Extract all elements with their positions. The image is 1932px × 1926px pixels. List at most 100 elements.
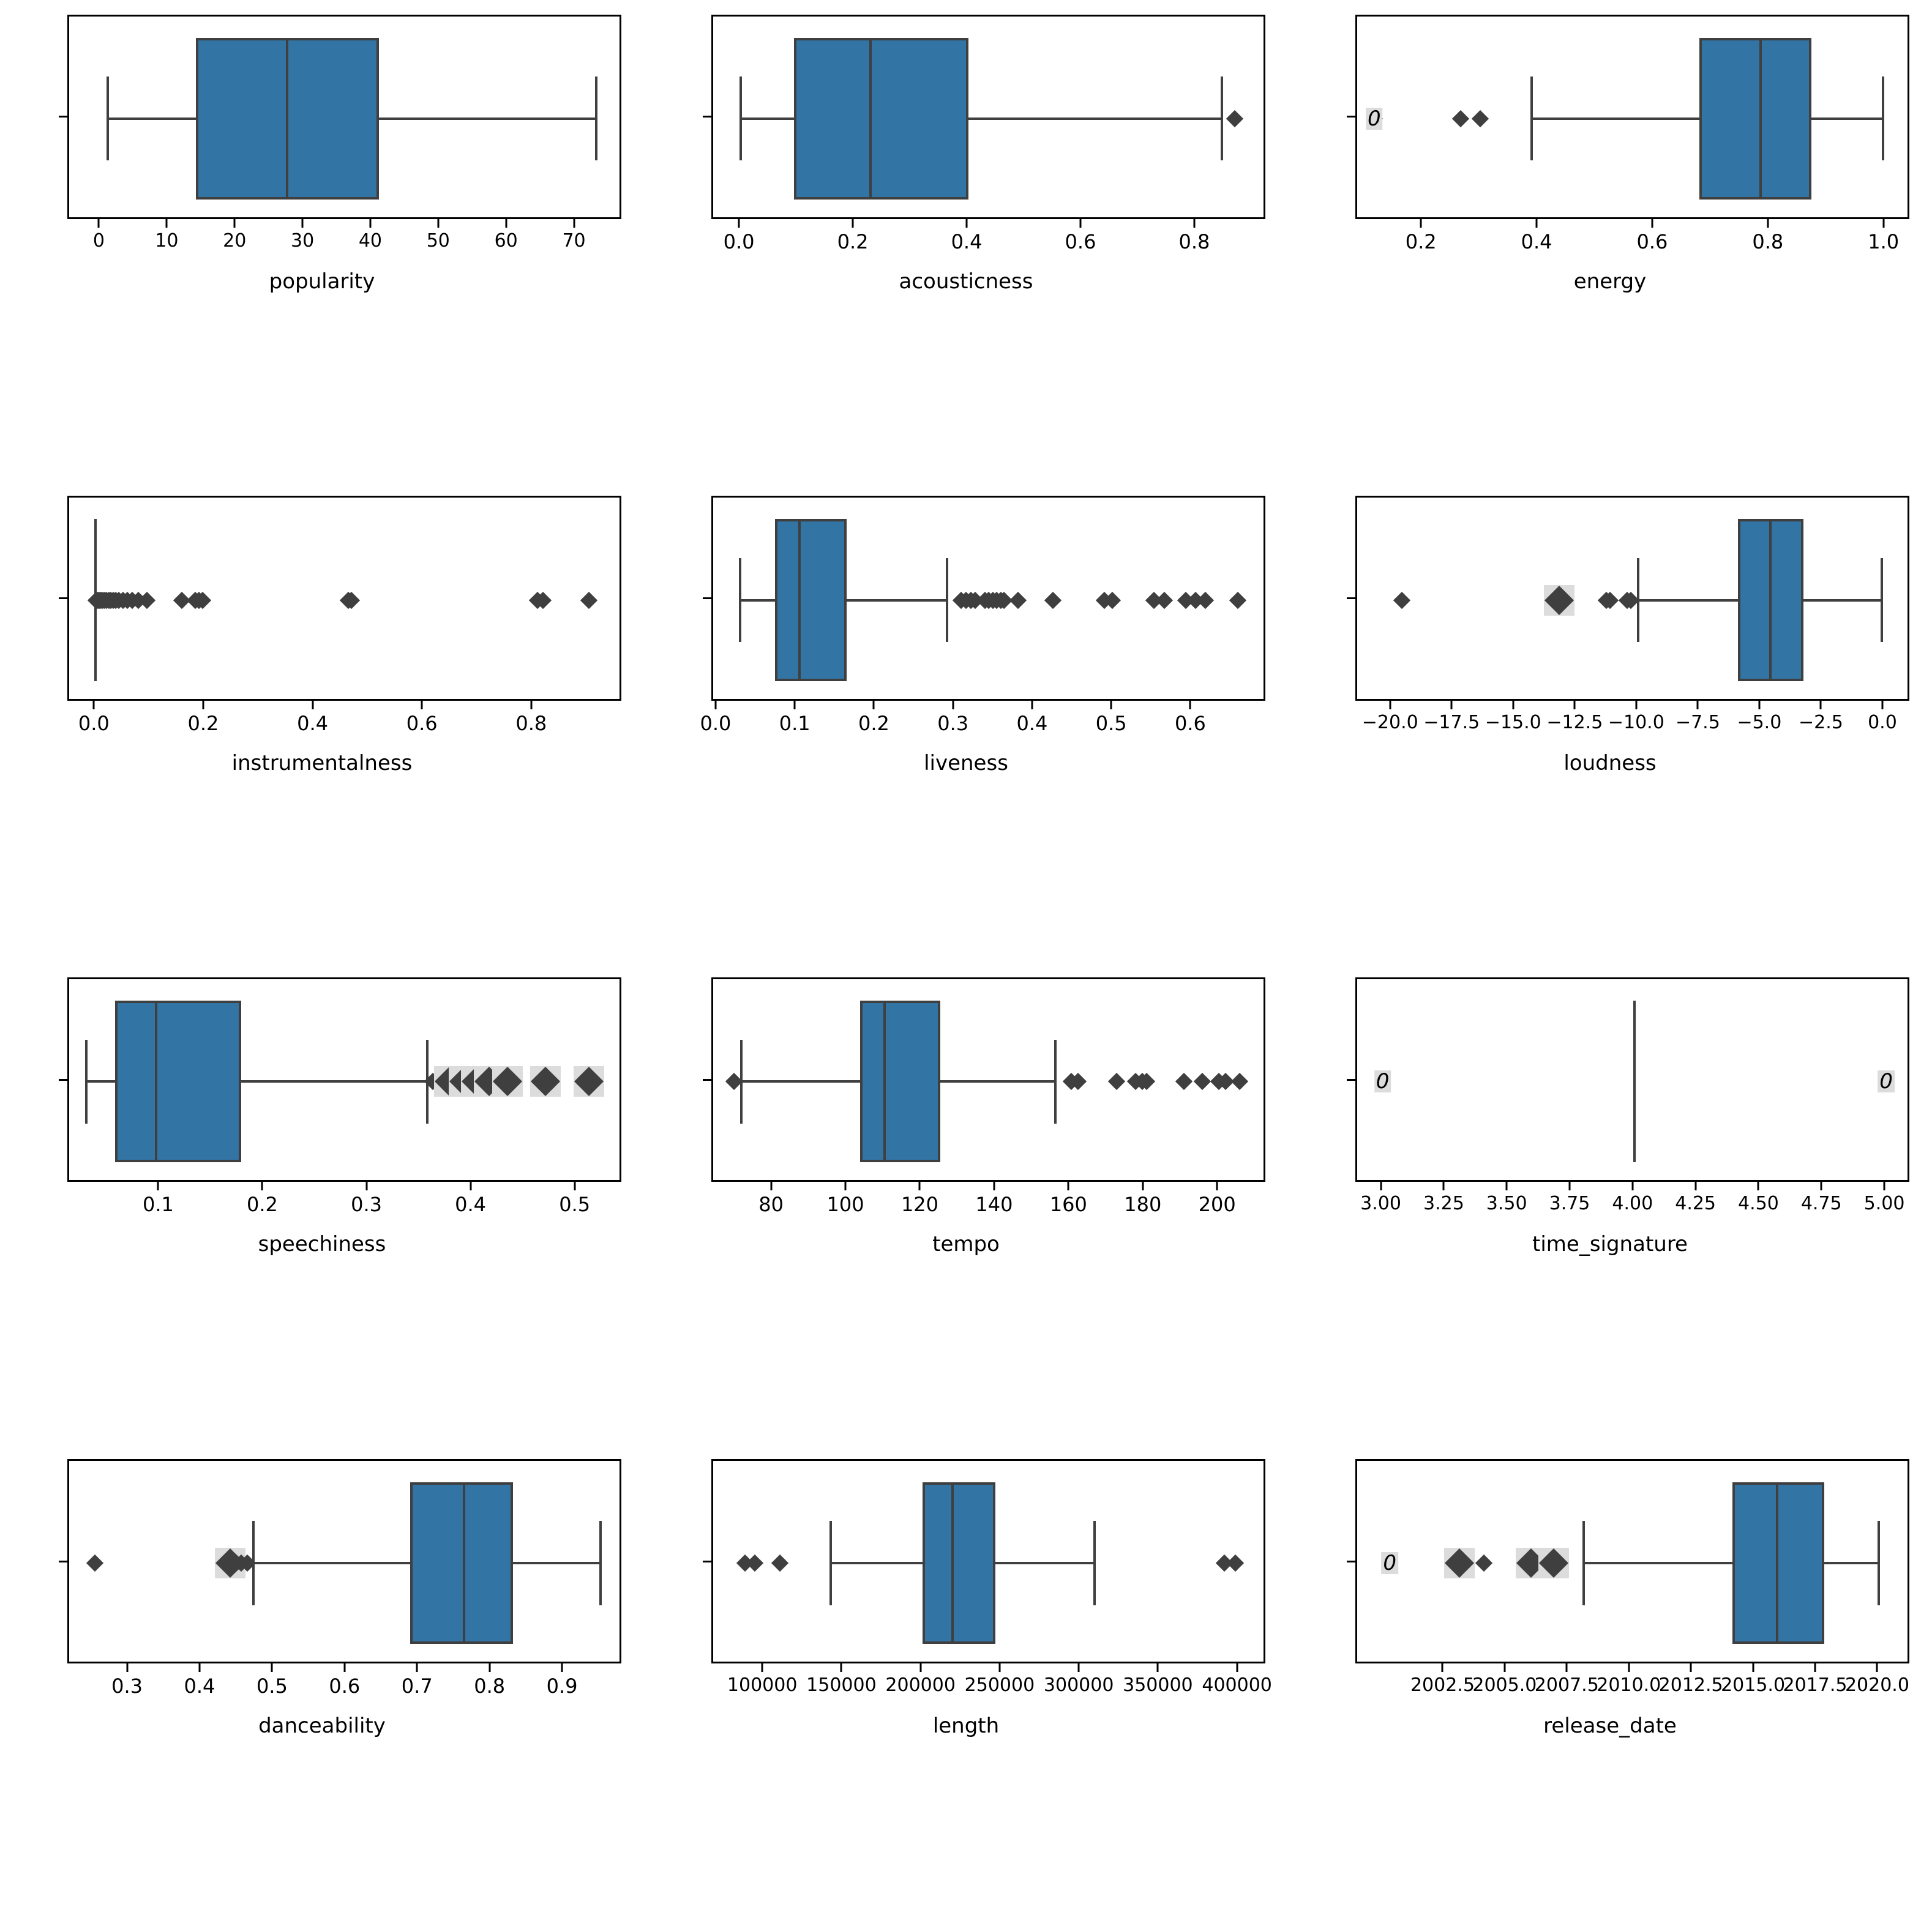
x-axis-label-energy: energy bbox=[1573, 269, 1647, 294]
x-tick-mark bbox=[770, 1182, 773, 1191]
x-tick-mark bbox=[1216, 1182, 1218, 1191]
x-tick-mark bbox=[1628, 1663, 1630, 1673]
overlap-zero-glyph: 0 bbox=[1366, 107, 1383, 130]
whisker-cap-high bbox=[1881, 77, 1884, 161]
whisker-cap-high bbox=[945, 558, 948, 643]
x-tick-label: 0.3 bbox=[937, 711, 969, 735]
x-tick-label: 0.2 bbox=[187, 711, 219, 735]
x-tick-mark bbox=[261, 1182, 263, 1191]
median-line-danceability bbox=[462, 1482, 465, 1644]
x-tick-mark bbox=[505, 218, 507, 228]
x-tick-label: 0.4 bbox=[455, 1193, 487, 1217]
x-tick-mark bbox=[1380, 1182, 1382, 1191]
outlier-marker bbox=[86, 1554, 104, 1572]
whisker-line-low bbox=[86, 1080, 116, 1083]
outlier-marker bbox=[1044, 591, 1062, 609]
whisker-cap-low bbox=[84, 1039, 88, 1124]
x-tick-mark bbox=[573, 218, 575, 228]
whisker-line-high bbox=[241, 1080, 428, 1083]
y-tick-mark bbox=[59, 1078, 68, 1081]
x-tick-mark bbox=[271, 1663, 273, 1673]
y-tick-mark bbox=[1347, 1078, 1356, 1081]
x-tick-label: 0.2 bbox=[247, 1193, 278, 1217]
y-tick-mark bbox=[59, 116, 68, 118]
x-tick-mark bbox=[92, 700, 95, 709]
y-tick-mark bbox=[703, 1078, 712, 1081]
x-tick-mark bbox=[369, 218, 372, 228]
median-line-speechiness bbox=[154, 1001, 157, 1163]
box-iqr-danceability bbox=[410, 1482, 514, 1644]
outlier-marker bbox=[1155, 591, 1174, 609]
whisker-cap-low bbox=[106, 77, 109, 161]
whisker-line-high bbox=[846, 599, 947, 602]
x-tick-label: 3.25 bbox=[1423, 1193, 1464, 1215]
x-tick-label: 0.6 bbox=[406, 711, 438, 735]
y-tick-mark bbox=[703, 1560, 712, 1562]
x-tick-label: 0.3 bbox=[111, 1674, 143, 1698]
x-tick-label: 0.2 bbox=[858, 711, 889, 735]
x-tick-mark bbox=[126, 1663, 129, 1673]
whisker-line-high bbox=[1803, 599, 1882, 602]
box-iqr-energy bbox=[1699, 37, 1811, 200]
x-tick-mark bbox=[1752, 1663, 1754, 1673]
whisker-line-low bbox=[741, 1080, 861, 1083]
x-tick-label: 4.50 bbox=[1738, 1193, 1779, 1215]
x-tick-mark bbox=[1690, 1663, 1692, 1673]
x-tick-label: −20.0 bbox=[1361, 711, 1418, 733]
whisker-line-low bbox=[1531, 117, 1699, 120]
x-tick-mark bbox=[1758, 700, 1761, 709]
whisker-line-high bbox=[1824, 1562, 1879, 1565]
outlier-marker bbox=[1226, 110, 1244, 127]
x-tick-label: 20 bbox=[223, 230, 247, 252]
x-tick-label: 0.5 bbox=[559, 1193, 591, 1217]
x-tick-label: 0.1 bbox=[142, 1193, 174, 1217]
whisker-cap-high bbox=[1093, 1521, 1096, 1605]
x-tick-label: 0.4 bbox=[951, 230, 983, 253]
plot-surface-length bbox=[713, 1461, 1264, 1662]
x-tick-mark bbox=[574, 1182, 576, 1191]
outlier-marker bbox=[1452, 110, 1470, 127]
x-tick-mark bbox=[157, 1182, 159, 1191]
x-tick-label: 0.2 bbox=[1405, 230, 1437, 253]
x-tick-label: 4.00 bbox=[1612, 1193, 1653, 1215]
x-tick-label: 3.75 bbox=[1549, 1193, 1590, 1215]
whisker-cap-high bbox=[599, 1521, 602, 1605]
x-tick-mark bbox=[1819, 700, 1822, 709]
x-tick-mark bbox=[1389, 700, 1391, 709]
x-tick-label: 4.75 bbox=[1800, 1193, 1842, 1215]
x-tick-label: 150000 bbox=[806, 1674, 877, 1696]
whisker-line-low bbox=[107, 117, 196, 120]
x-tick-mark bbox=[312, 700, 314, 709]
median-line-time_signature bbox=[1633, 1001, 1636, 1163]
x-tick-mark bbox=[1236, 1663, 1238, 1673]
box-iqr-speechiness bbox=[115, 1001, 242, 1163]
whisker-cap-high bbox=[1878, 1521, 1881, 1605]
median-line-liveness bbox=[798, 519, 801, 681]
x-tick-mark bbox=[1694, 1182, 1697, 1191]
x-tick-label: −15.0 bbox=[1485, 711, 1541, 733]
x-tick-label: 2007.5 bbox=[1534, 1674, 1599, 1696]
x-tick-mark bbox=[761, 1663, 763, 1673]
box-iqr-release_date bbox=[1732, 1482, 1825, 1644]
plot-surface-liveness bbox=[713, 498, 1264, 698]
x-tick-label: 2012.5 bbox=[1658, 1674, 1723, 1696]
x-tick-label: 0.6 bbox=[329, 1674, 361, 1698]
x-axis-label-instrumentalness: instrumentalness bbox=[231, 750, 413, 775]
plot-surface-loudness bbox=[1357, 498, 1908, 698]
x-tick-mark bbox=[1079, 218, 1082, 228]
x-axis-label-time_signature: time_signature bbox=[1532, 1232, 1688, 1257]
x-axis-label-acousticness: acousticness bbox=[899, 269, 1033, 294]
plot-axes-energy: 0 bbox=[1355, 14, 1910, 219]
x-tick-label: 0.7 bbox=[401, 1674, 433, 1698]
whisker-cap-low bbox=[1582, 1521, 1585, 1605]
